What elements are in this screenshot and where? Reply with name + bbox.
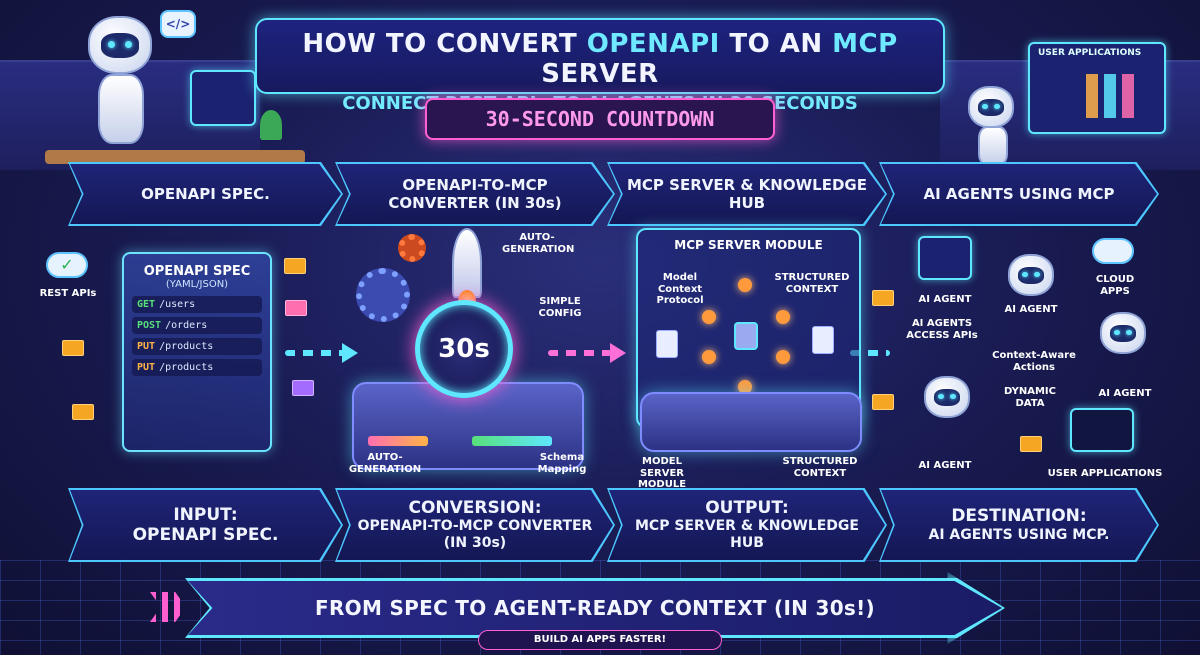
document-icon <box>656 330 678 358</box>
flow-arrow <box>850 350 890 356</box>
cloud-apps-label: CLOUD APPS <box>1095 274 1135 297</box>
rocket-icon <box>452 228 482 298</box>
bottom-step-input: INPUT:OPENAPI SPEC. <box>68 488 343 562</box>
envelope-icon <box>285 300 307 316</box>
model-server-module-label: MODEL SERVER MODULE <box>637 456 687 490</box>
network-node <box>776 350 790 364</box>
network-node <box>738 278 752 292</box>
network-node <box>702 310 716 324</box>
model-context-protocol-label: Model Context Protocol <box>656 272 704 306</box>
robot-icon <box>924 376 970 418</box>
endpoint-row: PUT/products <box>132 359 262 376</box>
bottom-step-destination: DESTINATION:AI AGENTS USING MCP. <box>879 488 1159 562</box>
step-ai-agents: AI AGENTS USING MCP <box>879 162 1159 226</box>
code-bubble-icon: </> <box>160 10 196 38</box>
arrow-tip <box>342 343 358 363</box>
summary-banner: FROM SPEC TO AGENT-READY CONTEXT (IN 30s… <box>185 578 1005 638</box>
robot-body <box>978 126 1008 166</box>
tagline-badge: BUILD AI APPS FASTER! <box>478 630 722 650</box>
context-aware-actions-label: Context-Aware Actions <box>992 350 1076 373</box>
robot-icon <box>1100 312 1146 354</box>
envelope-icon <box>1020 436 1042 452</box>
user-applications-bottom-label: USER APPLICATIONS <box>1047 468 1163 479</box>
countdown-badge: 30-SECOND COUNTDOWN <box>425 98 775 140</box>
envelope-icon <box>72 404 94 420</box>
network-node <box>738 380 752 394</box>
endpoint-row: PUT/products <box>132 338 262 355</box>
computer-monitor-icon <box>190 70 256 126</box>
title-panel: HOW TO CONVERT OPENAPI TO AN MCP SERVER … <box>255 18 945 114</box>
desk <box>45 150 305 164</box>
ai-agent-4-label: AI AGENT <box>918 460 972 471</box>
envelope-icon <box>292 380 314 396</box>
timer-icon: 30s <box>415 300 513 398</box>
spec-card-title: OPENAPI SPEC <box>143 264 251 279</box>
envelope-icon <box>872 290 894 306</box>
ai-agents-access-apis-label: AI AGENTS ACCESS APIs <box>906 318 978 341</box>
robot-icon <box>88 16 152 74</box>
page-title: HOW TO CONVERT OPENAPI TO AN MCP SERVER <box>302 29 898 89</box>
network-node <box>702 350 716 364</box>
spec-card-subtitle: (YAML/JSON) <box>165 279 229 290</box>
rest-apis-label: REST APIs <box>39 288 97 299</box>
gear-icon <box>398 234 426 262</box>
step-converter: OPENAPI-TO-MCP CONVERTER (IN 30s) <box>335 162 615 226</box>
cloud-check-icon: ✓ <box>46 252 88 278</box>
chart-monitor-icon <box>918 236 972 280</box>
auto-generation-bottom-label: AUTO-GENERATION <box>348 452 422 475</box>
bottom-step-conversion: CONVERSION:OPENAPI-TO-MCP CONVERTER (IN … <box>335 488 615 562</box>
user-applications-top-label: USER APPLICATIONS <box>1038 48 1142 58</box>
ai-agent-3-label: AI AGENT <box>1098 388 1152 399</box>
bar-graph-icon <box>1086 74 1146 118</box>
simple-config-label: SIMPLE CONFIG <box>538 296 582 319</box>
step-openapi-spec: OPENAPI SPEC. <box>68 162 343 226</box>
plant-icon <box>260 110 282 140</box>
robot-body <box>98 74 144 144</box>
ai-agent-2-label: AI AGENT <box>1004 304 1058 315</box>
bottom-step-output: OUTPUT:MCP SERVER & KNOWLEDGE HUB <box>607 488 887 562</box>
mcp-platform <box>640 392 862 452</box>
document-icon <box>812 326 834 354</box>
flow-arrow <box>285 350 345 356</box>
openapi-spec-card: OPENAPI SPEC (YAML/JSON) GET/users POST/… <box>122 252 272 452</box>
envelope-icon <box>62 340 84 356</box>
network-node <box>776 310 790 324</box>
dynamic-data-label: DYNAMIC DATA <box>1004 386 1056 409</box>
gear-icon <box>356 268 410 322</box>
arrow-tip <box>610 343 626 363</box>
structured-context-top-label: STRUCTURED CONTEXT <box>774 272 850 295</box>
structured-context-bottom-label: STRUCTURED CONTEXT <box>782 456 858 479</box>
ai-agent-1-label: AI AGENT <box>918 294 972 305</box>
flow-arrow <box>548 350 612 356</box>
envelope-icon <box>284 258 306 274</box>
database-icon <box>734 322 758 350</box>
cloud-icon <box>1092 238 1134 264</box>
endpoint-row: POST/orders <box>132 317 262 334</box>
code-terminal-icon <box>1070 408 1134 452</box>
schema-mapping-label: Schema Mapping <box>537 452 587 475</box>
step-mcp-server: MCP SERVER & KNOWLEDGE HUB <box>607 162 887 226</box>
user-applications-screen: USER APPLICATIONS <box>1028 42 1166 134</box>
endpoint-row: GET/users <box>132 296 262 313</box>
auto-generation-top-label: AUTO-GENERATION <box>502 232 575 255</box>
envelope-icon <box>872 394 894 410</box>
robot-icon <box>968 86 1014 128</box>
robot-icon <box>1008 254 1054 296</box>
